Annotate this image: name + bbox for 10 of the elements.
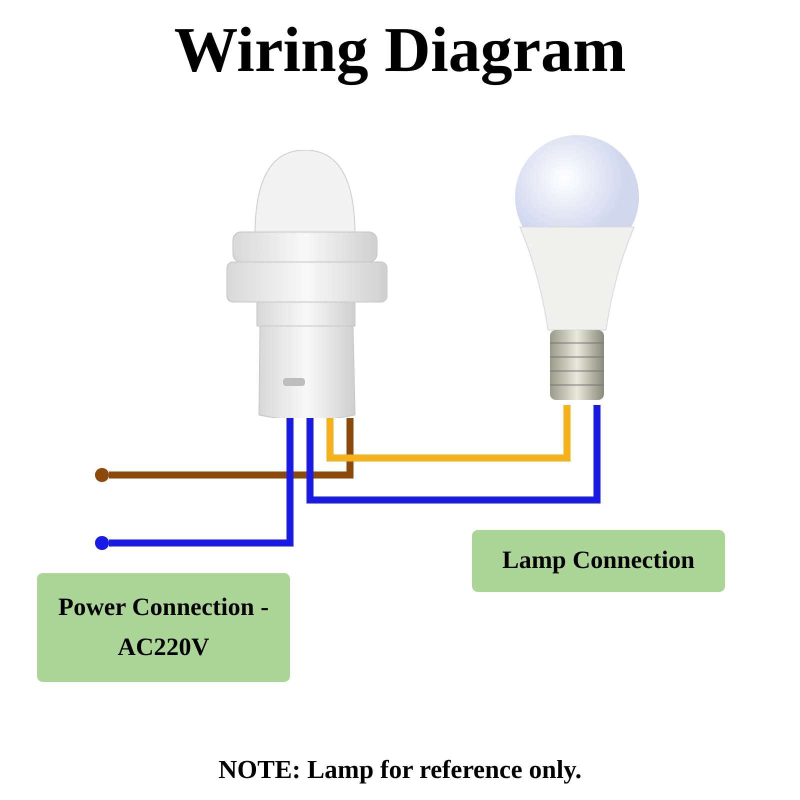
wire — [109, 418, 354, 478]
wire — [109, 418, 294, 546]
title: Wiring Diagram — [172, 13, 628, 88]
wire — [326, 405, 570, 462]
box-text: Power Connection - AC220V — [57, 592, 270, 662]
box-text: Lamp Connection — [502, 546, 695, 576]
label-box — [37, 573, 290, 682]
wire — [306, 405, 600, 504]
label-box — [472, 530, 725, 592]
note-text: NOTE: Lamp for reference only. — [217, 754, 583, 786]
